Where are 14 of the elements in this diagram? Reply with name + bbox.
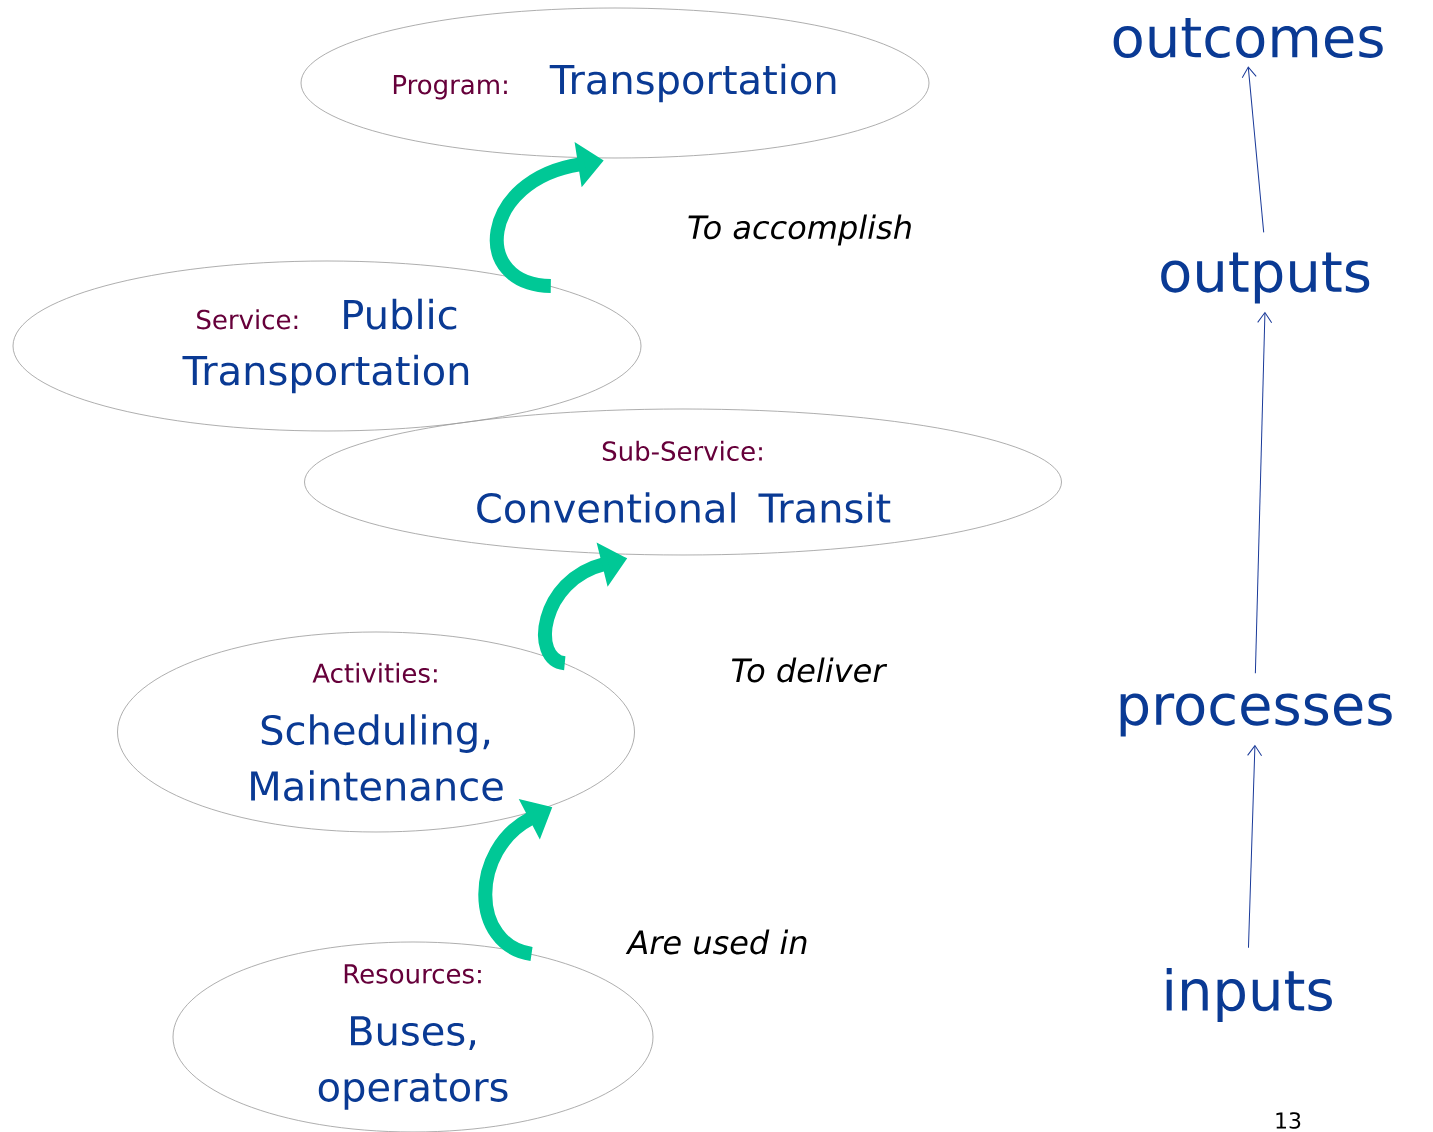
ellipse-node: Program: Transportation	[300, 7, 930, 159]
stage-word: processes	[1120, 693, 1392, 737]
ellipse-node: Sub-Service: Conventional Transit	[304, 408, 1062, 556]
arrow	[1254, 312, 1273, 674]
ellipse-node: Service: Public Transportation	[12, 260, 642, 432]
ellipse-node: Activities: Scheduling, Maintenance	[117, 631, 635, 833]
arrow	[1247, 745, 1263, 949]
stage-word: inputs	[1166, 967, 1332, 1023]
edge-label: To accomplish	[685, 212, 915, 248]
stage-word: outcomes	[1113, 17, 1383, 59]
edge-label: To deliver	[728, 655, 888, 685]
arrow	[1241, 66, 1265, 233]
page-number: 13	[1276, 1112, 1301, 1129]
stage-word: outputs	[1161, 252, 1370, 304]
